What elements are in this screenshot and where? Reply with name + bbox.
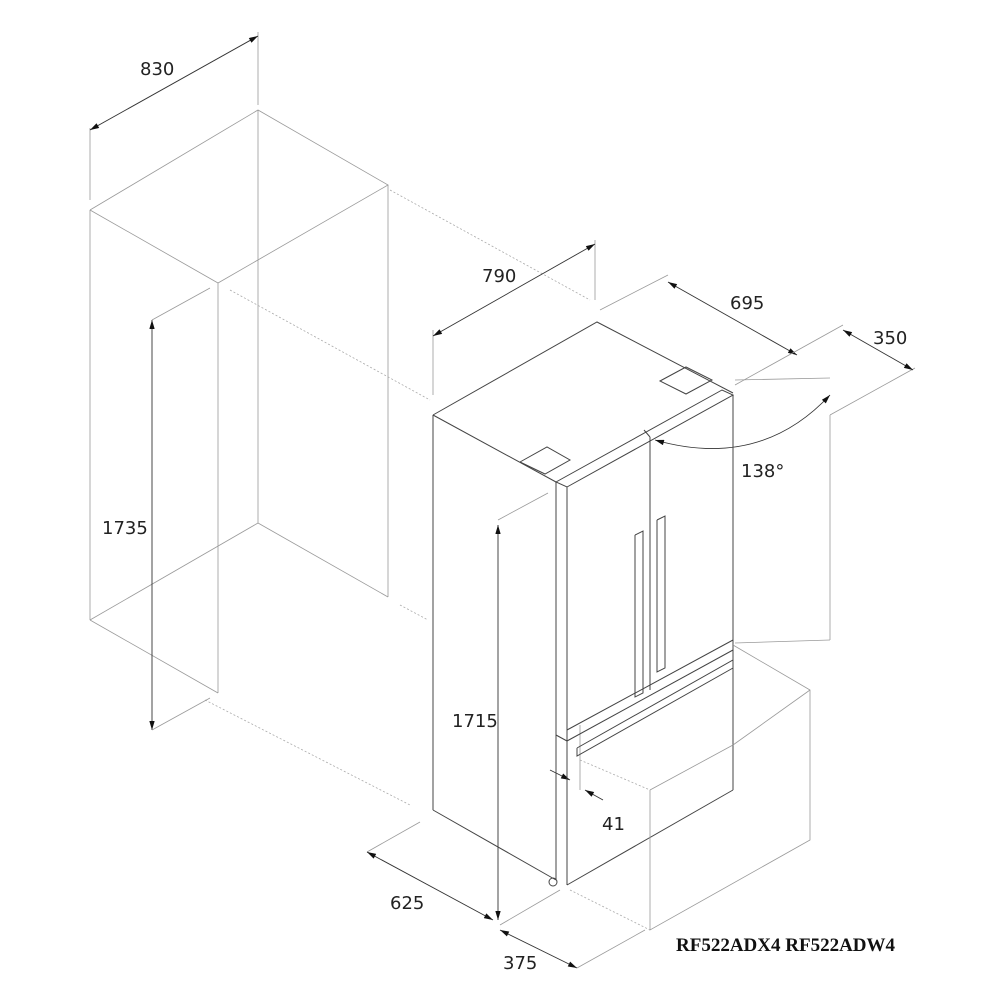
niche-width-label: 830: [140, 59, 174, 80]
dimension-lines: [89, 32, 916, 969]
fridge-width-label: 695: [730, 293, 764, 314]
open-drawer-outline: [569, 644, 811, 931]
fridge-height-label: 1715: [452, 711, 498, 732]
niche-height-label: 1735: [102, 518, 148, 539]
door-angle-label: 138°: [741, 461, 784, 482]
drawer-depth-label: 375: [503, 953, 537, 974]
door-swing-label: 350: [873, 328, 907, 349]
fridge-outline: [432, 321, 735, 887]
fridge-depth-label: 625: [390, 893, 424, 914]
model-label: RF522ADX4 RF522ADW4: [676, 935, 896, 956]
handle-depth-label: 41: [602, 814, 625, 835]
niche-box: [89, 109, 591, 806]
niche-depth-label: 790: [482, 266, 516, 287]
